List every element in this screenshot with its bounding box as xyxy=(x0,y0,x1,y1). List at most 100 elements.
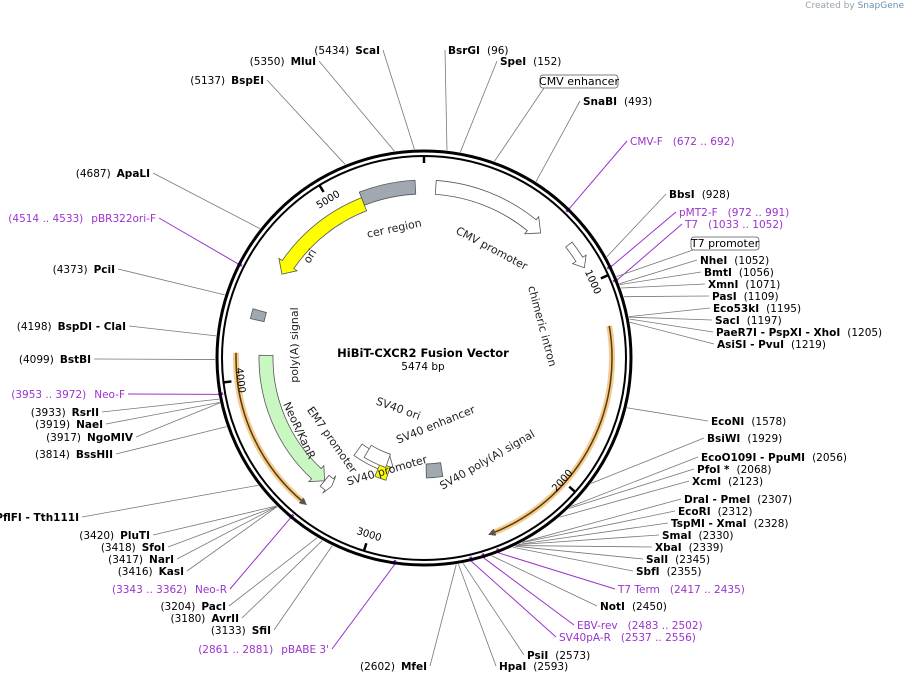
site-position: (2307) xyxy=(757,494,792,506)
restriction-site[interactable]: SnaBI(493) xyxy=(583,96,652,108)
primer-leader xyxy=(617,223,683,280)
restriction-site[interactable]: EcoRI(2312) xyxy=(678,506,753,518)
restriction-site[interactable]: BspDI - ClaI(4198) xyxy=(17,321,126,333)
restriction-site[interactable]: Eco53kI(1195) xyxy=(713,303,801,315)
feature-neor-kanr[interactable] xyxy=(258,354,325,483)
restriction-site[interactable]: ApaLI(4687) xyxy=(76,168,150,180)
restriction-site[interactable]: PfoI *(2068) xyxy=(697,464,771,476)
site-position: (2328) xyxy=(754,518,789,530)
restriction-site[interactable]: PaeR7I - PspXI - XhoI(1205) xyxy=(716,327,882,339)
site-position: (5434) xyxy=(314,45,349,57)
site-leader xyxy=(152,172,261,229)
primer-position: (972 .. 991) xyxy=(728,207,790,219)
feature-ori[interactable] xyxy=(278,197,368,275)
restriction-site[interactable]: RsrII(3933) xyxy=(31,407,99,419)
restriction-site[interactable]: NarI(3417) xyxy=(108,554,174,566)
site-leader xyxy=(176,506,278,560)
site-name: PluTI xyxy=(120,530,150,542)
restriction-site[interactable]: AvrII(3180) xyxy=(170,613,239,625)
boxed-feature-label[interactable]: T7 promoter xyxy=(690,236,760,251)
restriction-site[interactable]: BssHII(3814) xyxy=(35,449,113,461)
restriction-site[interactable]: SfiI(3133) xyxy=(211,625,271,637)
site-leader xyxy=(591,437,705,484)
restriction-site[interactable]: BstBI(4099) xyxy=(19,354,91,366)
site-position: (1195) xyxy=(766,303,801,315)
primer-site[interactable]: Neo-F(3953 .. 3972) xyxy=(11,389,125,401)
site-name: PciI xyxy=(94,264,115,276)
feature-cer-region[interactable] xyxy=(358,179,417,206)
restriction-site[interactable]: KasI(3416) xyxy=(118,566,184,578)
primer-position: (2861 .. 2881) xyxy=(198,644,273,656)
primer-site[interactable]: pBABE 3'(2861 .. 2881) xyxy=(198,644,329,656)
primer-site[interactable]: Neo-R(3343 .. 3362) xyxy=(112,584,227,596)
site-name: XcmI xyxy=(692,476,721,488)
restriction-site[interactable]: NaeI(3919) xyxy=(35,419,103,431)
restriction-site[interactable]: PasI(1109) xyxy=(712,291,779,303)
primer-site[interactable]: pMT2-F(972 .. 991) xyxy=(679,207,789,219)
restriction-site[interactable]: PsiI(2573) xyxy=(527,650,590,662)
restriction-site[interactable]: NotI(2450) xyxy=(600,601,667,613)
restriction-site[interactable]: PluTI (3420) xyxy=(79,530,150,542)
site-position: (3420) xyxy=(79,530,114,542)
site-position: (3204) xyxy=(160,601,195,613)
site-name: EcoNI xyxy=(711,416,744,428)
site-leader xyxy=(571,456,699,507)
site-name: DraI - PmeI xyxy=(684,494,750,506)
restriction-site[interactable]: EcoO109I - PpuMI(2056) xyxy=(701,452,847,464)
primer-site[interactable]: EBV-rev(2483 .. 2502) xyxy=(577,620,703,632)
site-name: MfeI xyxy=(401,661,427,673)
boxed-feature-label[interactable]: CMV enhancer xyxy=(539,74,619,89)
feature-cmv-promoter[interactable] xyxy=(434,179,542,235)
primer-site[interactable]: T7 Term(2417 .. 2435) xyxy=(617,584,745,596)
site-position: (3133) xyxy=(211,625,246,637)
feature-sv40-enhancer[interactable] xyxy=(363,444,391,469)
feature-sv40-poly-a-signal[interactable] xyxy=(425,462,444,479)
restriction-site[interactable]: NgoMIV(3917) xyxy=(46,432,134,444)
restriction-site[interactable]: BbsI(928) xyxy=(669,189,730,201)
site-leader xyxy=(429,564,457,667)
restriction-site[interactable]: PciI(4373) xyxy=(53,264,115,276)
primer-site[interactable]: T7(1033 .. 1052) xyxy=(684,219,783,231)
site-position: (5137) xyxy=(190,75,225,87)
restriction-site[interactable]: EcoNI(1578) xyxy=(711,416,786,428)
restriction-site[interactable]: MluI(5350) xyxy=(250,56,316,68)
feature-em7-promoter[interactable] xyxy=(319,474,337,494)
site-name: TspMI - XmaI xyxy=(671,518,747,530)
primer-site[interactable]: pBR322ori-F(4514 .. 4533) xyxy=(8,213,156,225)
site-name: PsiI xyxy=(527,650,548,662)
primer-name: Neo-F xyxy=(94,389,125,401)
restriction-site[interactable]: AsiSI - PvuI(1219) xyxy=(717,339,826,351)
site-leader xyxy=(619,259,698,285)
site-leader xyxy=(629,321,715,345)
site-leader xyxy=(512,546,634,572)
restriction-site[interactable]: SacI(1197) xyxy=(715,315,782,327)
site-leader xyxy=(186,506,278,572)
restriction-site[interactable]: PflFI - Tth111I(3535) xyxy=(0,512,79,524)
restriction-site[interactable]: SfoI(3418) xyxy=(101,542,165,554)
restriction-site[interactable]: SpeI(152) xyxy=(500,56,561,68)
restriction-site[interactable]: XbaI(2339) xyxy=(655,542,724,554)
restriction-site[interactable]: HpaI(2593) xyxy=(499,661,568,673)
primer-site[interactable]: SV40pA-R(2537 .. 2556) xyxy=(559,632,696,644)
restriction-site[interactable]: BsrGI(96) xyxy=(448,45,509,57)
restriction-site[interactable]: ScaI(5434) xyxy=(314,45,380,57)
restriction-site[interactable]: BmtI(1056) xyxy=(704,267,774,279)
site-leader xyxy=(458,564,497,667)
restriction-site[interactable]: SmaI(2330) xyxy=(662,530,733,542)
orf-arrow xyxy=(488,325,613,536)
restriction-site[interactable]: PacI(3204) xyxy=(160,601,226,613)
restriction-site[interactable]: NheI(1052) xyxy=(700,255,769,267)
feature-poly-a-signal[interactable] xyxy=(249,308,267,323)
site-position: (2593) xyxy=(533,661,568,673)
restriction-site[interactable]: MfeI(2602) xyxy=(360,661,427,673)
restriction-site[interactable]: XcmI(2123) xyxy=(692,476,763,488)
feature-chimeric-intron[interactable] xyxy=(565,241,587,269)
restriction-site[interactable]: TspMI - XmaI (2328) xyxy=(671,518,789,530)
primer-site[interactable]: CMV-F(672 .. 692) xyxy=(630,136,734,148)
restriction-site[interactable]: BspEI(5137) xyxy=(190,75,264,87)
restriction-site[interactable]: SalI(2345) xyxy=(646,554,710,566)
restriction-site[interactable]: DraI - PmeI (2307) xyxy=(684,494,792,506)
restriction-site[interactable]: SbfI(2355) xyxy=(636,566,701,578)
restriction-site[interactable]: BsiWI(1929) xyxy=(707,433,782,445)
restriction-site[interactable]: XmnI(1071) xyxy=(708,279,780,291)
